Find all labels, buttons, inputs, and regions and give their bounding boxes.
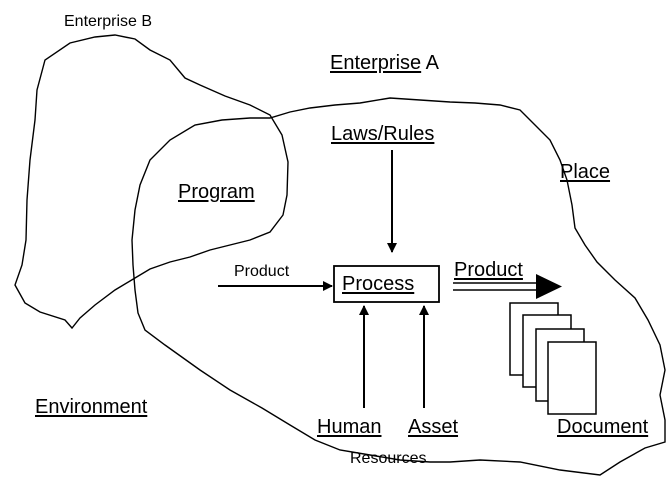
product-output-label: Product: [454, 259, 523, 281]
process-box: [333, 265, 440, 303]
laws-rules-label: Laws/Rules: [331, 123, 435, 145]
product-output-arrow-head: [536, 274, 562, 299]
human-label: Human: [317, 416, 382, 438]
enterprise-a-boundary: [131, 97, 666, 476]
enterprise-a-label: Enterprise A: [330, 53, 439, 73]
resources-label: Resources: [350, 450, 427, 467]
place-label: Place: [560, 161, 611, 183]
enterprise-a-word: Enterprise: [330, 52, 422, 74]
product-input-label: Product: [234, 263, 290, 280]
document-label: Document: [557, 416, 649, 438]
enterprise-b-label: Enterprise B: [64, 13, 153, 30]
enterprise-b-boundary: [14, 34, 289, 330]
document-stack-icon: [509, 302, 597, 415]
environment-label: Environment: [35, 396, 148, 418]
asset-label: Asset: [408, 416, 459, 438]
program-label: Program: [178, 181, 255, 203]
enterprise-a-letter: A: [425, 52, 439, 74]
process-label: Process: [342, 273, 415, 295]
